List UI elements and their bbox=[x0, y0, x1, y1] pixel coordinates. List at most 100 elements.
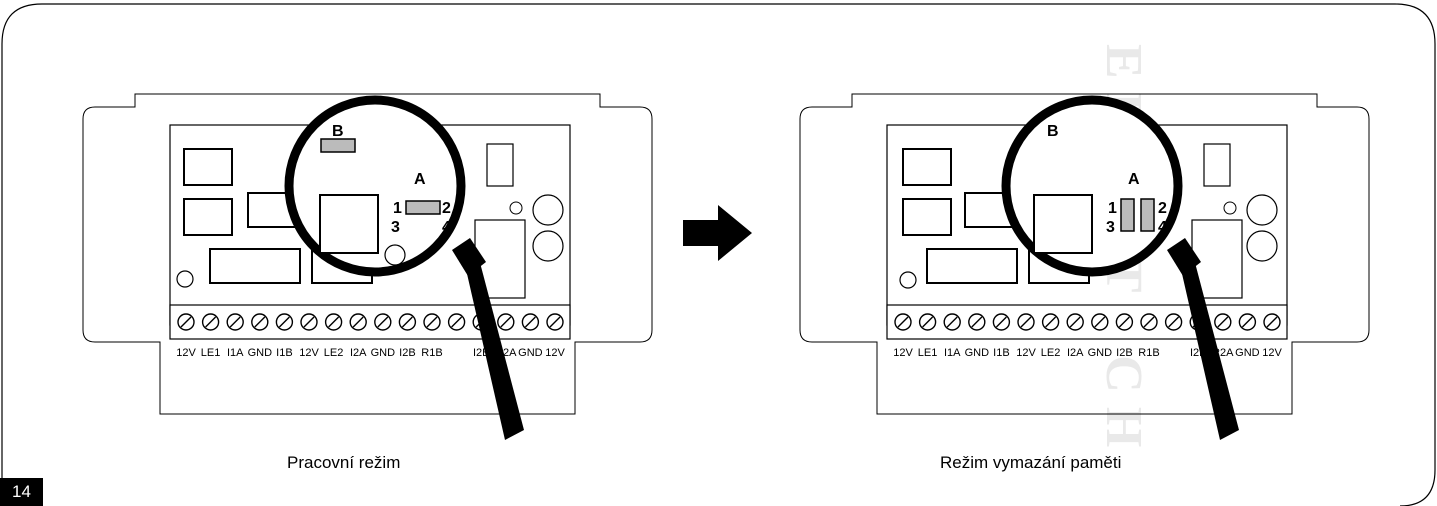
pin-label-3: 3 bbox=[1106, 219, 1115, 236]
ic-zoom bbox=[1033, 194, 1093, 254]
relay-2 bbox=[902, 198, 952, 236]
terminal-label: GND bbox=[518, 347, 543, 359]
pin-label-2: 2 bbox=[442, 200, 451, 217]
jumper-a-left bbox=[1120, 198, 1135, 232]
screw-slot bbox=[1266, 316, 1278, 328]
caption-memory-erase-mode: Režim vymazání paměti bbox=[940, 453, 1122, 472]
screw-slot bbox=[1069, 316, 1081, 328]
jumper-a-right bbox=[1140, 198, 1155, 232]
terminal-label: LE1 bbox=[201, 347, 221, 359]
pin-label-4: 4 bbox=[442, 219, 451, 236]
terminal-label: GND bbox=[1235, 347, 1260, 359]
ic-2 bbox=[209, 248, 301, 284]
terminal-label: LE1 bbox=[918, 347, 938, 359]
connector bbox=[1203, 143, 1231, 187]
screw-slot bbox=[1020, 316, 1032, 328]
terminal-label: I2B bbox=[399, 347, 416, 359]
terminal-screws bbox=[894, 313, 1281, 331]
outer-border bbox=[1, 3, 1436, 506]
pin-label-1: 1 bbox=[393, 200, 402, 217]
led bbox=[1223, 201, 1237, 215]
pin-label-3: 3 bbox=[391, 219, 400, 236]
screw-slot bbox=[1217, 316, 1229, 328]
terminal-label: I1B bbox=[993, 347, 1010, 359]
screw-slot bbox=[1241, 316, 1253, 328]
jumper-a-label: A bbox=[1128, 171, 1140, 188]
screw-slot bbox=[549, 316, 561, 328]
screw-slot bbox=[278, 316, 290, 328]
terminal-label: I1B bbox=[276, 347, 293, 359]
page-number: 14 bbox=[0, 478, 43, 506]
housing-outline bbox=[82, 93, 653, 415]
screw-slot bbox=[946, 316, 958, 328]
terminal-label: R1B bbox=[1138, 347, 1159, 359]
housing-outline bbox=[799, 93, 1370, 415]
led bbox=[509, 201, 523, 215]
capacitor-2 bbox=[532, 230, 564, 262]
screw-slot bbox=[1143, 316, 1155, 328]
terminal-label: 12V bbox=[545, 347, 565, 359]
terminal-label: I2A bbox=[350, 347, 367, 359]
relay-1 bbox=[183, 148, 233, 186]
screw-slot bbox=[1045, 316, 1057, 328]
screw-slot bbox=[897, 316, 909, 328]
capacitor-2 bbox=[1246, 230, 1278, 262]
terminal-label: 12V bbox=[176, 347, 196, 359]
pin-label-1: 1 bbox=[1108, 200, 1117, 217]
jumper-b-label: B bbox=[332, 123, 344, 140]
screw-slot bbox=[303, 316, 315, 328]
mount-hole bbox=[899, 271, 917, 289]
screw-slot bbox=[426, 316, 438, 328]
screw-slot bbox=[451, 316, 463, 328]
terminal-label: LE2 bbox=[324, 347, 344, 359]
pin-label-4: 4 bbox=[1158, 219, 1167, 236]
terminal-label: GND bbox=[248, 347, 273, 359]
component-zoom bbox=[384, 244, 406, 266]
screw-slot bbox=[377, 316, 389, 328]
screw-slot bbox=[995, 316, 1007, 328]
screw-slot bbox=[524, 316, 536, 328]
right-arrow-icon bbox=[683, 205, 752, 261]
screw-slot bbox=[1168, 316, 1180, 328]
capacitor-1 bbox=[1246, 194, 1278, 226]
caption-working-mode: Pracovní režim bbox=[287, 453, 401, 472]
jumper-b bbox=[320, 138, 356, 153]
screw-slot bbox=[971, 316, 983, 328]
screw-slot bbox=[254, 316, 266, 328]
screw-slot bbox=[922, 316, 934, 328]
relay-2 bbox=[183, 198, 233, 236]
terminal-label: 12V bbox=[1016, 347, 1036, 359]
mount-hole bbox=[176, 270, 194, 288]
screw-slot bbox=[205, 316, 217, 328]
screw-slot bbox=[229, 316, 241, 328]
pin-label-2: 2 bbox=[1158, 200, 1167, 217]
ic-2 bbox=[926, 248, 1018, 284]
terminal-label: GND bbox=[371, 347, 396, 359]
connector bbox=[486, 143, 514, 187]
capacitor-1 bbox=[532, 194, 564, 226]
screw-slot bbox=[1094, 316, 1106, 328]
ic-zoom bbox=[319, 194, 379, 254]
terminal-label: I2A bbox=[1067, 347, 1084, 359]
screw-slot bbox=[352, 316, 364, 328]
terminal-label: I2B bbox=[1116, 347, 1133, 359]
terminal-label: 12V bbox=[893, 347, 913, 359]
terminal-label: I1A bbox=[227, 347, 244, 359]
relay-1 bbox=[902, 148, 952, 186]
jumper-a bbox=[405, 200, 441, 215]
terminal-label: GND bbox=[965, 347, 990, 359]
screw-slot bbox=[180, 316, 192, 328]
screw-slot bbox=[1118, 316, 1130, 328]
terminal-label: R1B bbox=[421, 347, 442, 359]
terminal-label: 12V bbox=[1262, 347, 1282, 359]
jumper-a-label: A bbox=[414, 171, 426, 188]
terminal-label: LE2 bbox=[1041, 347, 1061, 359]
jumper-b-label: B bbox=[1047, 123, 1059, 140]
screw-slot bbox=[500, 316, 512, 328]
screw-slot bbox=[328, 316, 340, 328]
